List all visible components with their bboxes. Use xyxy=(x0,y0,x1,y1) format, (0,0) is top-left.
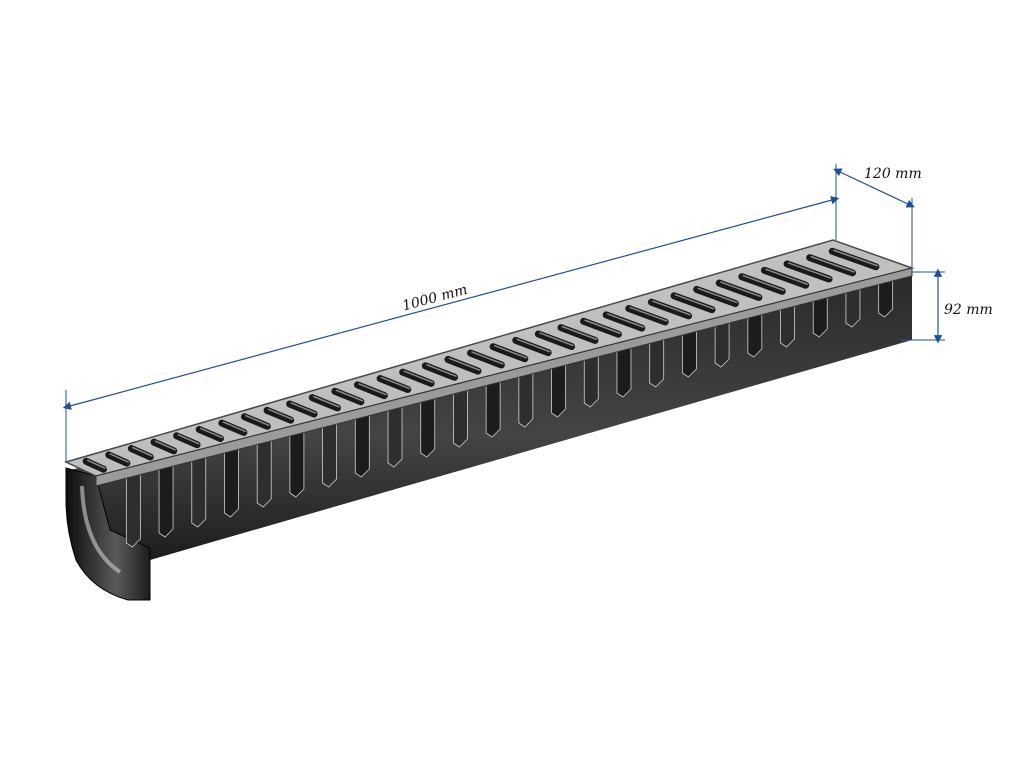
channel-rib xyxy=(191,455,207,528)
dimension-height: 92 mm xyxy=(900,268,993,344)
grate-slot xyxy=(218,419,248,436)
grate-slot xyxy=(105,451,131,467)
grate-slot xyxy=(173,432,201,449)
channel-rib xyxy=(322,420,338,488)
grate-slot-highlight xyxy=(267,408,293,420)
width-dimension-line xyxy=(833,168,915,208)
width-label: 120 mm xyxy=(864,166,922,182)
grate-slot-highlight xyxy=(154,440,176,451)
grate-slot-highlight xyxy=(245,414,270,427)
grate-slot xyxy=(82,457,107,473)
grate-slot-highlight xyxy=(199,427,223,439)
channel-rib xyxy=(453,385,468,448)
grate-slot-highlight xyxy=(177,434,200,445)
channel-rib xyxy=(354,411,370,478)
channel-rib xyxy=(518,368,534,428)
grate-slot-highlight xyxy=(833,249,879,267)
channel-rib xyxy=(387,403,403,468)
channel-rib xyxy=(158,464,174,538)
height-label: 92 mm xyxy=(944,302,993,318)
grate-slot xyxy=(240,413,271,430)
grate-slot xyxy=(828,247,880,271)
dimension-width: 120 mm xyxy=(833,166,922,270)
grate-slot-highlight xyxy=(86,459,106,469)
grate-slot xyxy=(127,445,154,461)
channel-rib xyxy=(289,429,305,498)
grate-slot-highlight xyxy=(109,453,130,463)
channel-rib xyxy=(256,438,272,508)
channel-rib xyxy=(125,473,141,548)
length-label: 1000 mm xyxy=(401,282,470,315)
channel-end-profile xyxy=(65,467,151,601)
grate-slot xyxy=(263,406,295,424)
grate-slot xyxy=(150,438,178,455)
channel-rib xyxy=(485,376,501,438)
length-dimension-line xyxy=(62,196,840,410)
grate-slot-highlight xyxy=(132,446,153,457)
grate-slot-highlight xyxy=(222,421,247,433)
channel-rib xyxy=(420,394,436,458)
grate-slot xyxy=(195,425,224,443)
channel-rib xyxy=(224,446,239,518)
